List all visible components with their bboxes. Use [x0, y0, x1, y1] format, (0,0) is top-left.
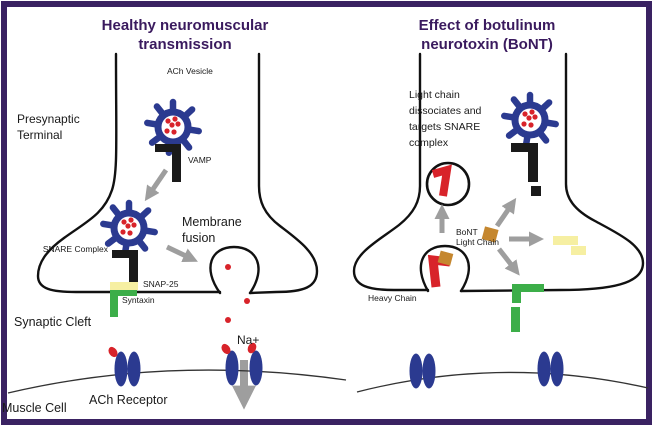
- healthy-transmission-panel: Healthy neuromuscular transmission: [2, 17, 347, 415]
- presynaptic-terminal-label-line2: Terminal: [17, 128, 62, 142]
- muscle-membrane-left: [7, 369, 347, 394]
- ach-molecule-dot: [225, 264, 231, 270]
- snap25-label: SNAP-25: [143, 279, 179, 289]
- membrane-fusion-label-line1: Membrane: [182, 215, 242, 229]
- snare-complex-label: SNARE Complex: [43, 244, 109, 254]
- bont-light-chain-label-line2: Light Chain: [456, 237, 499, 247]
- heavy-chain-label: Heavy Chain: [368, 293, 417, 303]
- light-chain-vesicle: [425, 161, 471, 207]
- bound-ach-molecule: [221, 343, 231, 355]
- light-chain-note-line2: dissociates and: [409, 105, 482, 117]
- vamp-protein: [155, 144, 181, 182]
- bont-light-chain-in-vesicle: [437, 250, 454, 266]
- fusing-vesicle-omega: [209, 245, 260, 295]
- presynaptic-terminal-label-line1: Presynaptic: [17, 112, 80, 126]
- bont-endocytosis-omega: [419, 244, 471, 293]
- snap25-protein: [110, 282, 138, 290]
- arrow-targets-syntaxin: [497, 247, 520, 276]
- membrane-fusion-label-line2: fusion: [182, 231, 215, 245]
- ach-receptor-label: ACh Receptor: [89, 393, 168, 407]
- left-panel-title-line1: Healthy neuromuscular: [102, 17, 269, 34]
- sodium-label: Na+: [237, 333, 259, 347]
- ach-molecules: [225, 264, 250, 323]
- ach-receptor-pair-unbound: [537, 351, 564, 387]
- light-chain-note-line3: targets SNARE: [409, 121, 480, 133]
- right-panel-title-line1: Effect of botulinum: [419, 17, 556, 34]
- arrow-membrane-fusion: [165, 244, 198, 263]
- right-panel-title-line2: neurotoxin (BoNT): [421, 36, 553, 53]
- presynaptic-terminal-outline-right: [459, 52, 645, 293]
- presynaptic-terminal-outline-left: [36, 52, 222, 294]
- ach-molecule-dot: [244, 298, 250, 304]
- vamp-cleaved-fragment: [531, 186, 541, 196]
- syntaxin-protein: [110, 290, 137, 317]
- presynaptic-terminal-outline-right: [248, 52, 319, 295]
- ach-vesicle-label: ACh Vesicle: [167, 66, 213, 76]
- vamp-label: VAMP: [188, 155, 212, 165]
- bont-light-chain-label-line1: BoNT: [456, 227, 478, 237]
- vamp-protein-cleaved: [511, 143, 541, 196]
- ach-molecule-dot: [225, 317, 231, 323]
- ach-receptor-pair-unbound: [409, 353, 436, 389]
- snap25-cleaved-fragments: [553, 236, 586, 255]
- snare-complex-vamp: [112, 250, 138, 284]
- sodium-channel-pair: [221, 342, 263, 386]
- light-chain-note-line1: Light chain: [409, 89, 460, 101]
- bont-light-chain-free: [481, 226, 499, 243]
- muscle-cell-label: Muscle Cell: [2, 401, 67, 415]
- botulinum-effect-panel: Effect of botulinum neurotoxin (BoNT): [352, 17, 649, 393]
- synaptic-cleft-label: Synaptic Cleft: [14, 315, 92, 329]
- bound-ach-molecule: [108, 346, 118, 358]
- light-chain-note-line4: complex: [409, 137, 449, 149]
- syntaxin-cleaved: [511, 284, 544, 332]
- arrow-vesicle-to-membrane: [144, 168, 169, 202]
- muscle-membrane-right: [356, 371, 649, 393]
- syntaxin-label: Syntaxin: [122, 295, 155, 305]
- bound-ach-molecule: [247, 342, 257, 354]
- syntaxin-cleaved-fragment: [511, 307, 520, 332]
- presynaptic-terminal-outline-left: [352, 52, 430, 292]
- ach-receptor-pair: [108, 346, 141, 387]
- left-panel-title-line2: transmission: [138, 36, 231, 53]
- dissociated-light-chain-red: [431, 164, 452, 197]
- arrow-targets-vamp: [494, 197, 517, 228]
